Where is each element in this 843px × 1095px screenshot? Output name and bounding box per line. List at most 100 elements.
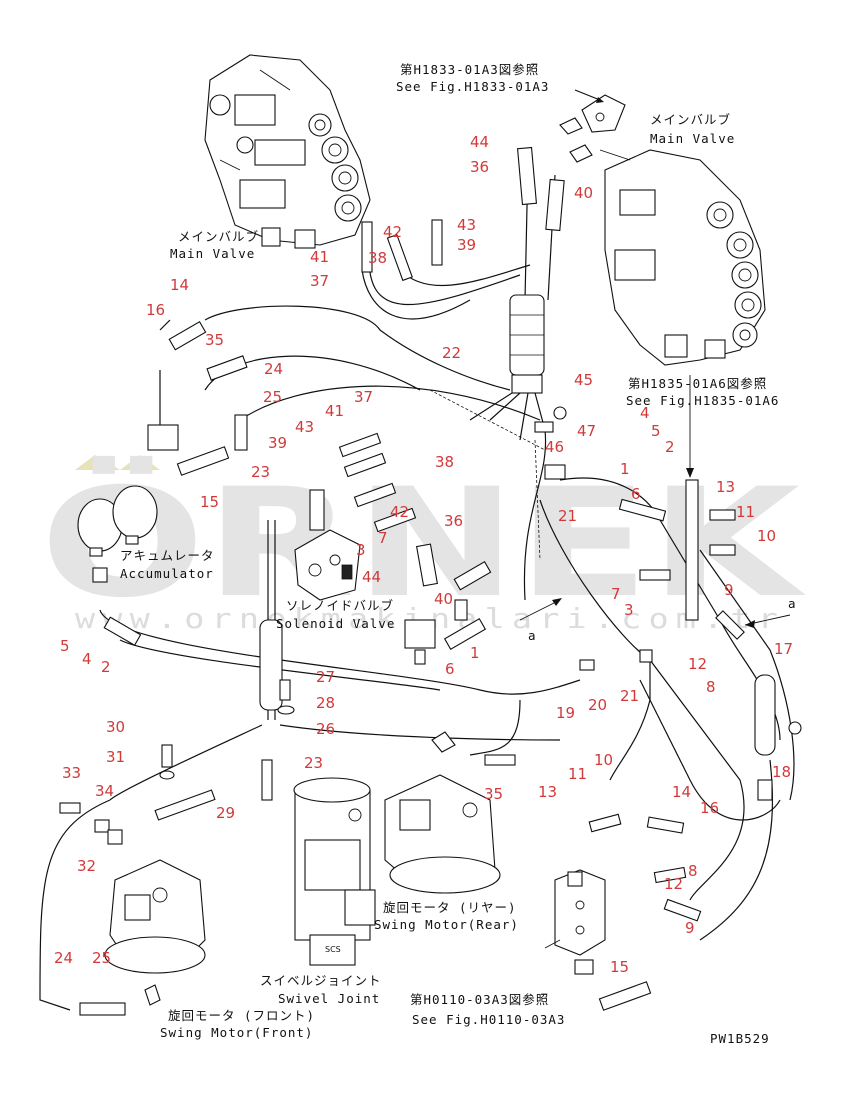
- callout-28: 28: [316, 694, 335, 712]
- swing-motor-front-drawing: [104, 859, 206, 1006]
- callout-15-a: 15: [200, 493, 219, 511]
- callout-24-a: 24: [264, 360, 283, 378]
- callout-5-a: 5: [651, 422, 661, 440]
- callout-13-a: 13: [716, 478, 735, 496]
- ref-h1833-en: See Fig.H1833-01A3: [396, 79, 549, 94]
- swing-motor-rear-drawing: [384, 731, 501, 894]
- watermark-brand: ÖRNEK: [40, 455, 806, 631]
- swivel-joint-drawing: SCS: [293, 777, 376, 966]
- callout-42-b: 42: [390, 503, 409, 521]
- callout-25-b: 25: [92, 949, 111, 967]
- callout-39-b: 39: [268, 434, 287, 452]
- callout-17: 17: [774, 640, 793, 658]
- callout-30: 30: [106, 718, 125, 736]
- callout-6-a: 6: [631, 485, 641, 503]
- callout-41-b: 41: [325, 402, 344, 420]
- component-labels: 第H1833-01A3図参照 See Fig.H1833-01A3 メインバルブ…: [120, 62, 797, 1046]
- callout-3-b: 3: [624, 601, 634, 619]
- callout-13-b: 13: [538, 783, 557, 801]
- main-valve-left-en: Main Valve: [170, 246, 255, 261]
- callout-46: 46: [545, 438, 564, 456]
- swing-motor-front-en: Swing Motor(Front): [160, 1025, 313, 1040]
- callout-8-b: 8: [688, 862, 698, 880]
- callout-1-a: 1: [620, 460, 630, 478]
- callout-39-a: 39: [457, 236, 476, 254]
- callout-45: 45: [574, 371, 593, 389]
- callout-12-a: 12: [688, 655, 707, 673]
- swivel-joint-jp: スイベルジョイント: [260, 973, 382, 988]
- swing-motor-rear-en: Swing Motor(Rear): [374, 917, 519, 932]
- callout-11-b: 11: [568, 765, 587, 783]
- watermark-logo-icon: [75, 455, 120, 470]
- callout-29: 29: [216, 804, 235, 822]
- ref-h1833-jp: 第H1833-01A3図参照: [400, 62, 539, 77]
- view-marker-a-1: a: [528, 628, 537, 643]
- callout-25-a: 25: [263, 388, 282, 406]
- view-marker-arrows: [519, 375, 791, 949]
- callout-14-a: 14: [170, 276, 189, 294]
- swing-motor-front-jp: 旋回モータ (フロント): [168, 1008, 315, 1023]
- callout-16-a: 16: [146, 301, 165, 319]
- view-marker-a-2: a: [788, 596, 797, 611]
- callout-5-b: 5: [60, 637, 70, 655]
- callout-33: 33: [62, 764, 81, 782]
- callout-10-a: 10: [757, 527, 776, 545]
- solenoid-valve-drawing: [294, 489, 436, 649]
- callout-20: 20: [588, 696, 607, 714]
- callout-7-b: 7: [611, 585, 621, 603]
- callout-11-a: 11: [736, 503, 755, 521]
- callout-36-a: 36: [470, 158, 489, 176]
- main-valve-left-drawing: [204, 54, 371, 249]
- callout-6-b: 6: [445, 660, 455, 678]
- callout-43-a: 43: [457, 216, 476, 234]
- watermark: ÖRNEK www.ornekmakinalari.com.tr: [40, 455, 806, 635]
- solenoid-valve-jp: ソレノイドバルブ: [286, 598, 394, 613]
- accumulator-en: Accumulator: [120, 566, 214, 581]
- accumulator-jp: アキュムレータ: [120, 548, 215, 563]
- callout-19: 19: [556, 704, 575, 722]
- svg-text:SCS: SCS: [325, 945, 341, 954]
- ref-h0110-jp: 第H0110-03A3図参照: [410, 992, 549, 1007]
- callout-47: 47: [577, 422, 596, 440]
- callout-21-b: 21: [620, 687, 639, 705]
- ref-h0110-en: See Fig.H0110-03A3: [412, 1012, 565, 1027]
- callout-41-a: 41: [310, 248, 329, 266]
- connector-block-drawing: [559, 89, 626, 163]
- callout-22: 22: [442, 344, 461, 362]
- callout-1-b: 1: [470, 644, 480, 662]
- callout-40-a: 40: [574, 184, 593, 202]
- hose-bundle: [361, 159, 556, 601]
- callout-2-a: 2: [665, 438, 675, 456]
- callout-9-b: 9: [685, 919, 695, 937]
- callout-24-b: 24: [54, 949, 73, 967]
- callout-35-a: 35: [205, 331, 224, 349]
- callout-44-b: 44: [362, 568, 381, 586]
- callout-14-b: 14: [672, 783, 691, 801]
- callout-40-b: 40: [434, 590, 453, 608]
- callout-9-a: 9: [724, 581, 734, 599]
- swing-motor-rear-jp: 旋回モータ (リヤー): [383, 900, 517, 915]
- main-valve-right-jp: メインバルブ: [650, 112, 731, 127]
- callout-10-b: 10: [594, 751, 613, 769]
- control-block-drawing: [554, 869, 606, 975]
- callout-7-a: 7: [378, 529, 388, 547]
- callout-15-b: 15: [610, 958, 629, 976]
- callout-27: 27: [316, 668, 335, 686]
- callout-21-a: 21: [558, 507, 577, 525]
- callout-16-b: 16: [700, 799, 719, 817]
- callout-38-a: 38: [368, 249, 387, 267]
- callout-2-b: 2: [101, 658, 111, 676]
- callout-35-b: 35: [484, 785, 503, 803]
- callout-26: 26: [316, 720, 335, 738]
- accumulator-drawing: [77, 485, 158, 583]
- ref-h1835-jp: 第H1835-01A6図参照: [628, 376, 767, 391]
- callout-42-a: 42: [383, 223, 402, 241]
- callout-38-b: 38: [435, 453, 454, 471]
- fittings: [59, 146, 802, 1016]
- callout-4-a: 4: [640, 404, 650, 422]
- ref-h1835-en: See Fig.H1835-01A6: [626, 393, 779, 408]
- swivel-joint-en: Swivel Joint: [278, 991, 380, 1006]
- part-number-callouts: 44 36 40 43 42 39 41 38 37 14 16 35 24 2…: [54, 133, 793, 976]
- solenoid-valve-en: Solenoid Valve: [276, 616, 395, 631]
